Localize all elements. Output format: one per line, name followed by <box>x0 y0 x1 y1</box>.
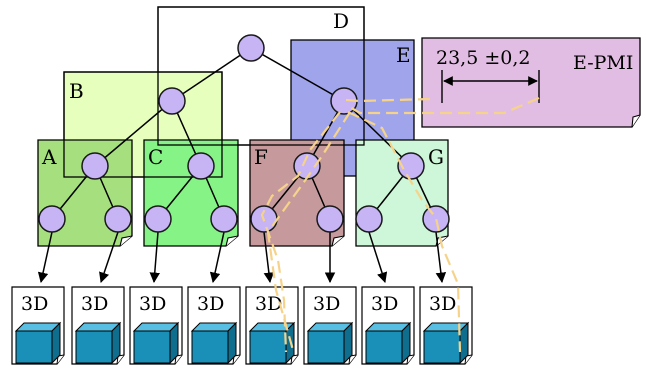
node-leaf <box>104 205 132 233</box>
pmi-dimension: 23,5 ±0,2 <box>436 47 530 69</box>
edge <box>343 100 412 167</box>
arrow <box>99 231 119 283</box>
model-label: 3D <box>429 293 456 315</box>
cube-icon <box>190 321 238 365</box>
model-label: 3D <box>313 293 340 315</box>
model-card: 3D <box>419 286 473 365</box>
node-leaf <box>38 205 66 233</box>
pmi-box: 23,5 ±0,2 E-PMI <box>421 37 641 128</box>
model-label: 3D <box>371 293 398 315</box>
group-f-label: F <box>254 145 268 169</box>
model-label: 3D <box>197 293 224 315</box>
node-a <box>81 152 109 180</box>
model-card: 3D <box>361 286 415 365</box>
arrow <box>209 231 225 284</box>
edge <box>94 100 173 167</box>
model-card: 3D <box>71 286 125 365</box>
group-e-label: E <box>396 43 411 67</box>
node-leaf <box>355 205 383 233</box>
node-leaf <box>210 205 238 233</box>
model-label: 3D <box>21 293 48 315</box>
pmi-association-path <box>260 96 540 353</box>
node-leaf <box>144 205 172 233</box>
model-label: 3D <box>81 293 108 315</box>
arrow <box>368 231 388 284</box>
cube-icon <box>132 321 180 365</box>
node-g <box>397 152 425 180</box>
arrow <box>435 231 447 284</box>
node-b <box>158 87 186 115</box>
cube-icon <box>422 321 470 365</box>
cube-icon <box>306 321 354 365</box>
model-card: 3D <box>245 286 299 365</box>
model-card: 3D <box>129 286 183 365</box>
group-b-label: B <box>69 79 84 103</box>
model-label: 3D <box>139 293 166 315</box>
model-label: 3D <box>255 293 282 315</box>
group-g-label: G <box>428 145 444 169</box>
node-leaf <box>316 205 344 233</box>
model-card: 3D <box>187 286 241 365</box>
group-a-label: A <box>41 145 57 169</box>
node-c <box>187 152 215 180</box>
model-card: 3D <box>303 286 357 365</box>
pmi-label: E-PMI <box>573 52 633 74</box>
node-leaf <box>422 205 450 233</box>
arrow <box>263 231 275 284</box>
cube-icon <box>364 321 412 365</box>
model-card: 3D <box>11 286 65 365</box>
edge <box>171 47 252 102</box>
arrow <box>37 231 53 284</box>
node-root <box>237 34 265 62</box>
group-c-label: C <box>148 145 163 169</box>
cube-icon <box>74 321 122 365</box>
edge <box>250 47 345 102</box>
group-d-label: D <box>333 9 349 33</box>
arrow <box>149 231 160 284</box>
cube-icon <box>14 321 62 365</box>
